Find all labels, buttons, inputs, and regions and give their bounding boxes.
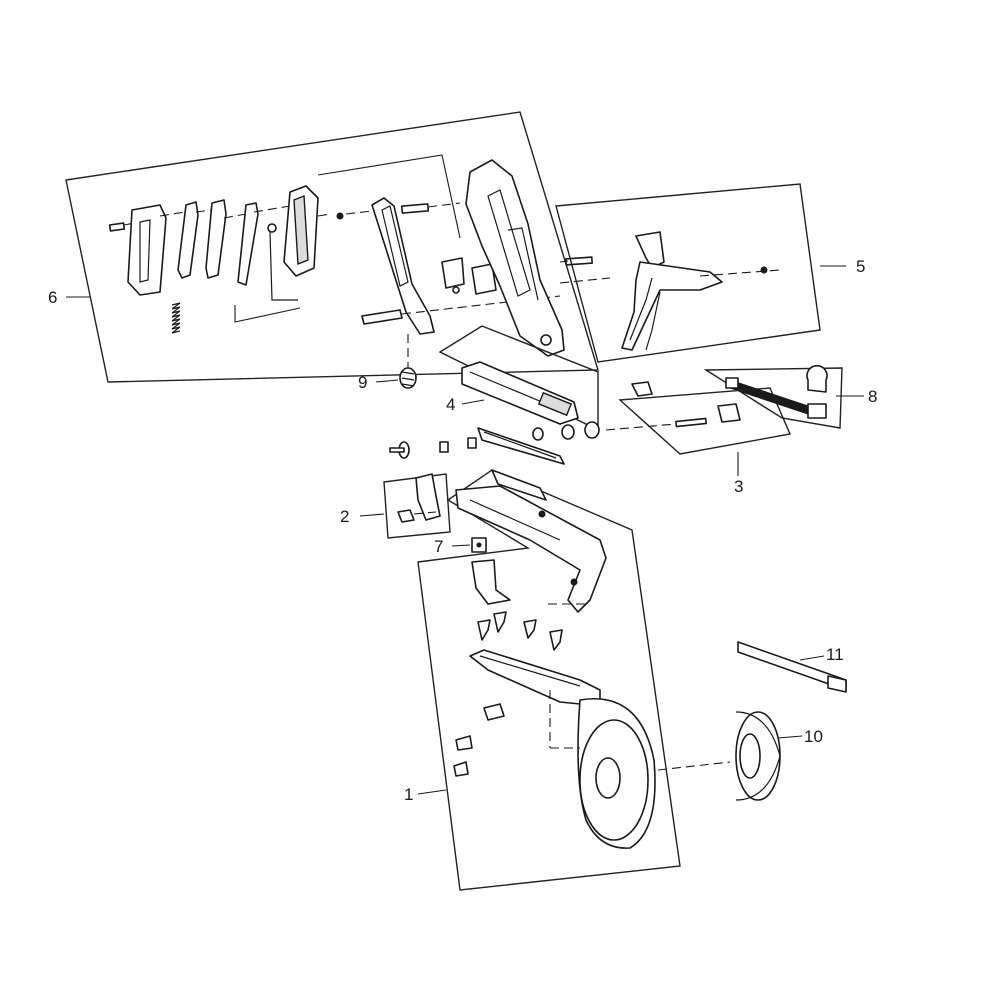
callout-5: 5 — [856, 257, 865, 276]
frame-arm-part — [465, 159, 565, 357]
group-5-frame — [555, 183, 846, 363]
callout-7: 7 — [434, 537, 443, 556]
handle-part — [621, 231, 781, 351]
clip-part — [441, 257, 497, 295]
magazine-body-part — [455, 469, 607, 613]
bracket-part — [397, 473, 441, 523]
group-3-frame — [618, 387, 791, 476]
callout-6: 6 — [48, 288, 57, 307]
link-plate-part — [177, 199, 298, 301]
callout-labels: 1 2 3 4 5 6 7 8 9 10 11 — [48, 257, 877, 804]
pusher-block-part — [283, 185, 331, 277]
main-arm-part — [336, 197, 561, 335]
feed-slider-part — [127, 204, 186, 296]
callout-11: 11 — [826, 645, 844, 664]
callout-8: 8 — [868, 387, 877, 406]
washer-parts — [389, 421, 600, 459]
hinge-pin-part — [559, 256, 611, 284]
callout-4: 4 — [446, 395, 455, 414]
group-1-frame — [417, 469, 681, 891]
part-10-tape-roll — [735, 711, 803, 801]
part-11-strip — [737, 641, 847, 693]
callout-10: 10 — [804, 727, 823, 746]
screw-parts — [453, 611, 563, 777]
part-7 — [451, 537, 487, 553]
guide-rail-part — [725, 364, 828, 419]
group-8-frame — [703, 367, 864, 429]
part-9-spring — [375, 334, 417, 389]
latch-part — [605, 381, 741, 431]
callout-9: 9 — [358, 373, 367, 392]
magazine-rail-part — [461, 361, 579, 425]
callout-1: 1 — [404, 785, 413, 804]
callout-2: 2 — [340, 507, 349, 526]
group-6-subframe — [234, 154, 461, 323]
mount-bracket-part — [471, 559, 511, 605]
tape-housing-part — [469, 603, 731, 849]
spring-part — [171, 302, 181, 334]
blade-part — [477, 427, 565, 465]
callout-3: 3 — [734, 477, 743, 496]
group-6-frame — [65, 111, 599, 383]
